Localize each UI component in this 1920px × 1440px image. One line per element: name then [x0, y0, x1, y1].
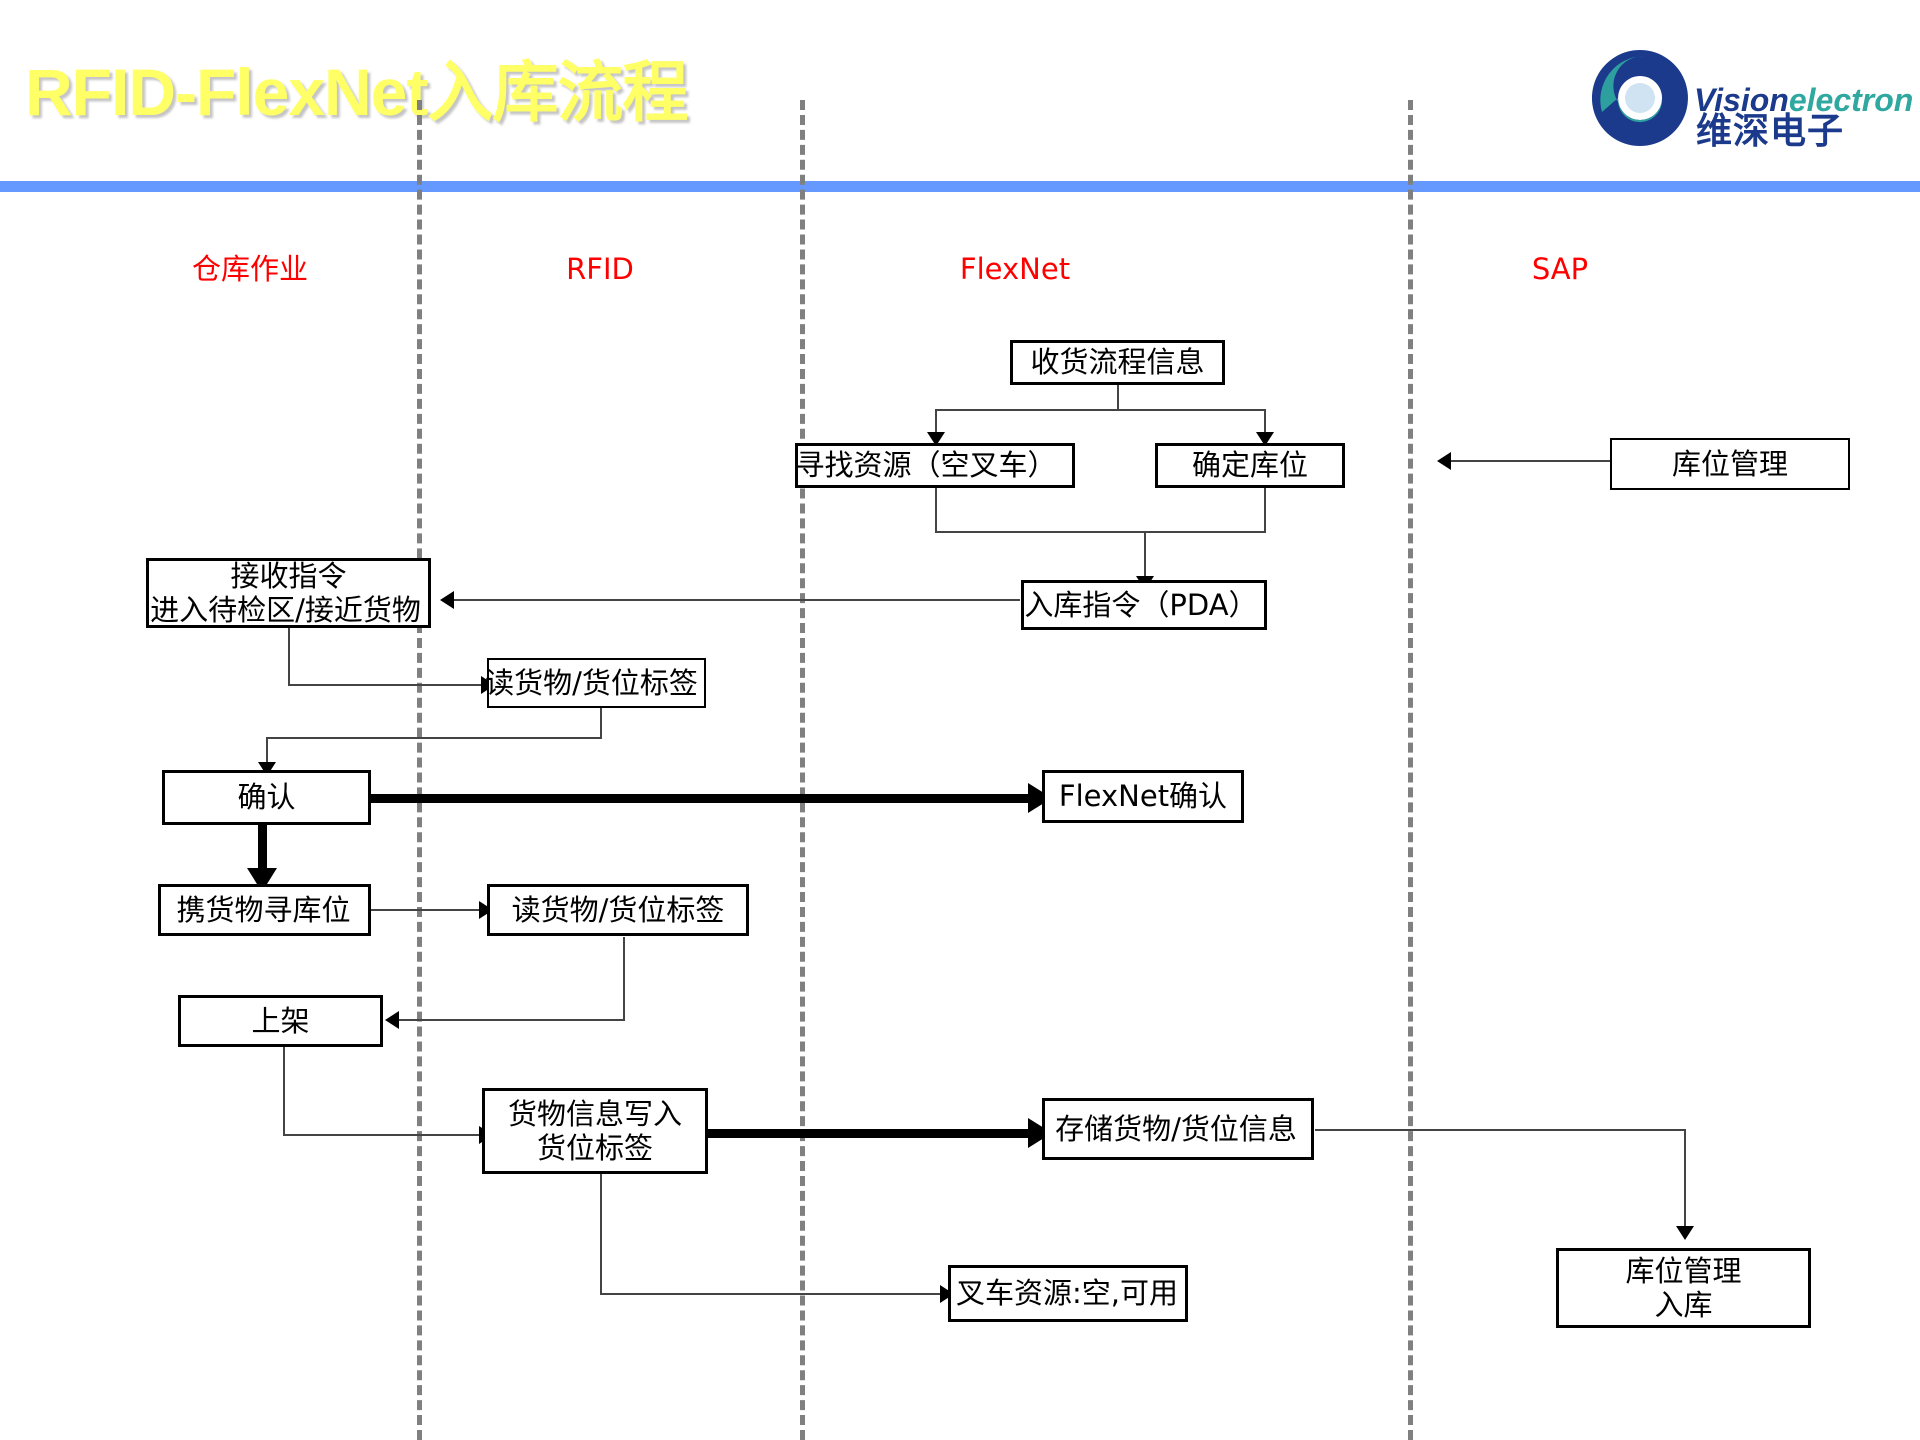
node-inbound-instruction-pda[interactable]: 入库指令（PDA） — [1021, 580, 1267, 630]
conn-read2-down — [623, 937, 625, 1020]
lane-divider-3 — [1408, 100, 1413, 1440]
conn-store-to-sap — [1315, 1129, 1685, 1131]
arrowhead-to-receive-instruction — [440, 591, 454, 609]
node-read-tag-1[interactable]: 读货物/货位标签 — [485, 658, 706, 708]
conn-store-to-sap-down — [1684, 1129, 1686, 1230]
node-forklift-resource-status[interactable]: 叉车资源:空,可用 — [948, 1265, 1188, 1322]
lane-label-rfid: RFID — [566, 252, 634, 286]
logo-swirl-icon — [1591, 50, 1688, 146]
arrowhead-to-location-mgmt-inbound — [1676, 1226, 1694, 1240]
logo-word-vision: Vision — [1694, 82, 1789, 118]
conn-shelf-down — [283, 1046, 285, 1135]
conn-pda-to-receive — [450, 599, 1020, 601]
node-location-mgmt-inbound-line1: 库位管理 — [1625, 1253, 1742, 1288]
conn-merge-bar — [935, 531, 1266, 533]
conn-confirm-location-down — [1264, 487, 1266, 532]
conn-receive-down — [288, 627, 290, 685]
arrowhead-to-put-on-shelf — [385, 1011, 399, 1029]
lane-divider-1 — [417, 100, 422, 1440]
node-write-goods-info-to-tag[interactable]: 货物信息写入 货位标签 — [482, 1088, 708, 1174]
logo-wordmark-chinese: 维深电子 — [1696, 111, 1845, 152]
logo-wordmark-latin: Visionelectron — [1694, 84, 1913, 116]
conn-write-tag-to-forklift — [600, 1293, 942, 1295]
node-location-management[interactable]: 库位管理 — [1610, 438, 1850, 490]
node-confirm[interactable]: 确认 — [162, 770, 371, 825]
conn-confirm-down-thick — [258, 825, 267, 877]
logo-word-electron: electron — [1788, 82, 1914, 118]
conn-split-right-down — [1264, 409, 1266, 436]
conn-write-tag-down — [600, 1160, 602, 1294]
conn-receiving-down — [1117, 383, 1119, 410]
conn-shelf-to-write-tag — [283, 1134, 481, 1136]
conn-confirm-to-flexnet-thick — [371, 794, 1030, 803]
node-write-tag-line1: 货物信息写入 — [507, 1096, 682, 1131]
lane-divider-2 — [800, 100, 805, 1440]
node-receive-instruction-line1: 接收指令 — [230, 558, 347, 593]
node-store-goods-slot-info[interactable]: 存储货物/货位信息 — [1042, 1098, 1314, 1160]
conn-sap-to-confirm-location — [1447, 460, 1610, 462]
conn-find-resource-down — [935, 487, 937, 532]
node-receive-instruction[interactable]: 接收指令 进入待检区/接近货物 — [146, 558, 431, 628]
node-receiving-process-info[interactable]: 收货流程信息 — [1010, 340, 1225, 385]
node-put-on-shelf[interactable]: 上架 — [178, 995, 383, 1047]
node-flexnet-confirm[interactable]: FlexNet确认 — [1042, 770, 1244, 823]
conn-split-left-down — [935, 409, 937, 436]
node-find-resource-label: 寻找资源（空叉车） — [795, 448, 1057, 483]
node-carry-goods-find-slot[interactable]: 携货物寻库位 — [158, 884, 371, 936]
page-title: RFID-FlexNet入库流程 — [25, 55, 688, 129]
conn-receiving-split — [935, 409, 1265, 411]
lane-label-warehouse: 仓库作业 — [191, 252, 308, 286]
conn-merge-to-pda — [1144, 531, 1146, 580]
conn-read2-to-shelf — [395, 1019, 625, 1021]
node-read-tag-2-label: 读货物/货位标签 — [511, 892, 725, 927]
node-inbound-instruction-label: 入库指令（PDA） — [1024, 587, 1258, 622]
lane-label-flexnet: FlexNet — [959, 252, 1071, 286]
conn-read1-to-confirm — [266, 737, 602, 739]
arrowhead-to-find-resource — [927, 432, 945, 446]
lane-label-sap: SAP — [1531, 252, 1589, 286]
node-location-management-inbound[interactable]: 库位管理 入库 — [1556, 1248, 1811, 1328]
logo-wordmark: Visionelectron 维深电子 — [1694, 50, 1913, 152]
node-write-tag-line2: 货位标签 — [536, 1131, 653, 1165]
node-carry-goods-label: 携货物寻库位 — [176, 892, 351, 927]
node-store-info-label: 存储货物/货位信息 — [1055, 1111, 1297, 1146]
conn-read1-down — [600, 688, 602, 738]
node-read-tag-2[interactable]: 读货物/货位标签 — [487, 884, 749, 936]
node-find-resource[interactable]: 寻找资源（空叉车） — [795, 443, 1075, 488]
node-read-tag-1-label: 读货物/货位标签 — [485, 665, 698, 700]
company-logo: Visionelectron 维深电子 — [1588, 42, 1913, 160]
node-confirm-location[interactable]: 确定库位 — [1155, 443, 1345, 488]
node-receive-instruction-line2: 进入待检区/接近货物 — [150, 593, 421, 627]
node-forklift-resource-label: 叉车资源:空,可用 — [956, 1276, 1178, 1311]
node-location-mgmt-inbound-line2: 入库 — [1654, 1288, 1713, 1322]
arrowhead-to-confirm-location — [1256, 432, 1274, 446]
conn-carry-to-read2 — [371, 909, 481, 911]
arrowhead-to-confirm-location-left — [1437, 452, 1451, 470]
header-divider-rule — [0, 181, 1920, 192]
conn-to-confirm-down — [266, 737, 268, 765]
conn-write-tag-to-store-thick — [700, 1129, 1030, 1138]
conn-receive-to-read1 — [288, 684, 483, 686]
